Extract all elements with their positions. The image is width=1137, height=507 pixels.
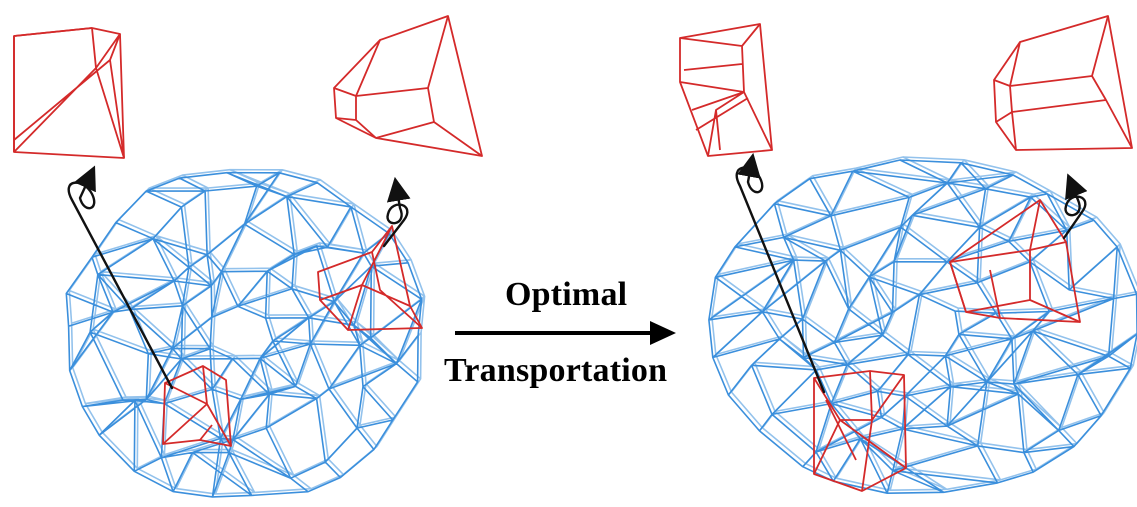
left-pointer-arrow-right-cell — [382, 176, 411, 248]
right-pointer-arrow-bottom-cell — [735, 152, 826, 394]
left-mesh-highlight-cell-right — [317, 225, 423, 331]
left-pointer-arrow-bottom-cell — [67, 165, 174, 390]
right-pointer-arrow-right-cell — [1062, 173, 1088, 240]
right-arrow-icon — [455, 321, 676, 345]
right-zoom-cell-2 — [993, 15, 1133, 151]
left-zoom-cell-2 — [333, 15, 483, 157]
right-mesh-highlight-cell-right — [949, 199, 1081, 323]
right-voronoi-mesh — [708, 156, 1137, 494]
mesh-right-edges — [708, 159, 1137, 494]
left-zoom-cell-1 — [13, 27, 125, 159]
mesh-left-edges — [65, 171, 423, 498]
annotation-line-1: Optimal — [505, 276, 628, 313]
left-voronoi-mesh — [65, 168, 426, 498]
right-zoom-cell-1 — [679, 23, 773, 157]
right-mesh-highlight-cell-bottom — [813, 370, 907, 492]
left-mesh-highlight-cell-bottom — [162, 365, 232, 447]
annotation-line-2: Transportation — [444, 352, 668, 389]
mesh-right-back-edges — [711, 156, 1137, 491]
